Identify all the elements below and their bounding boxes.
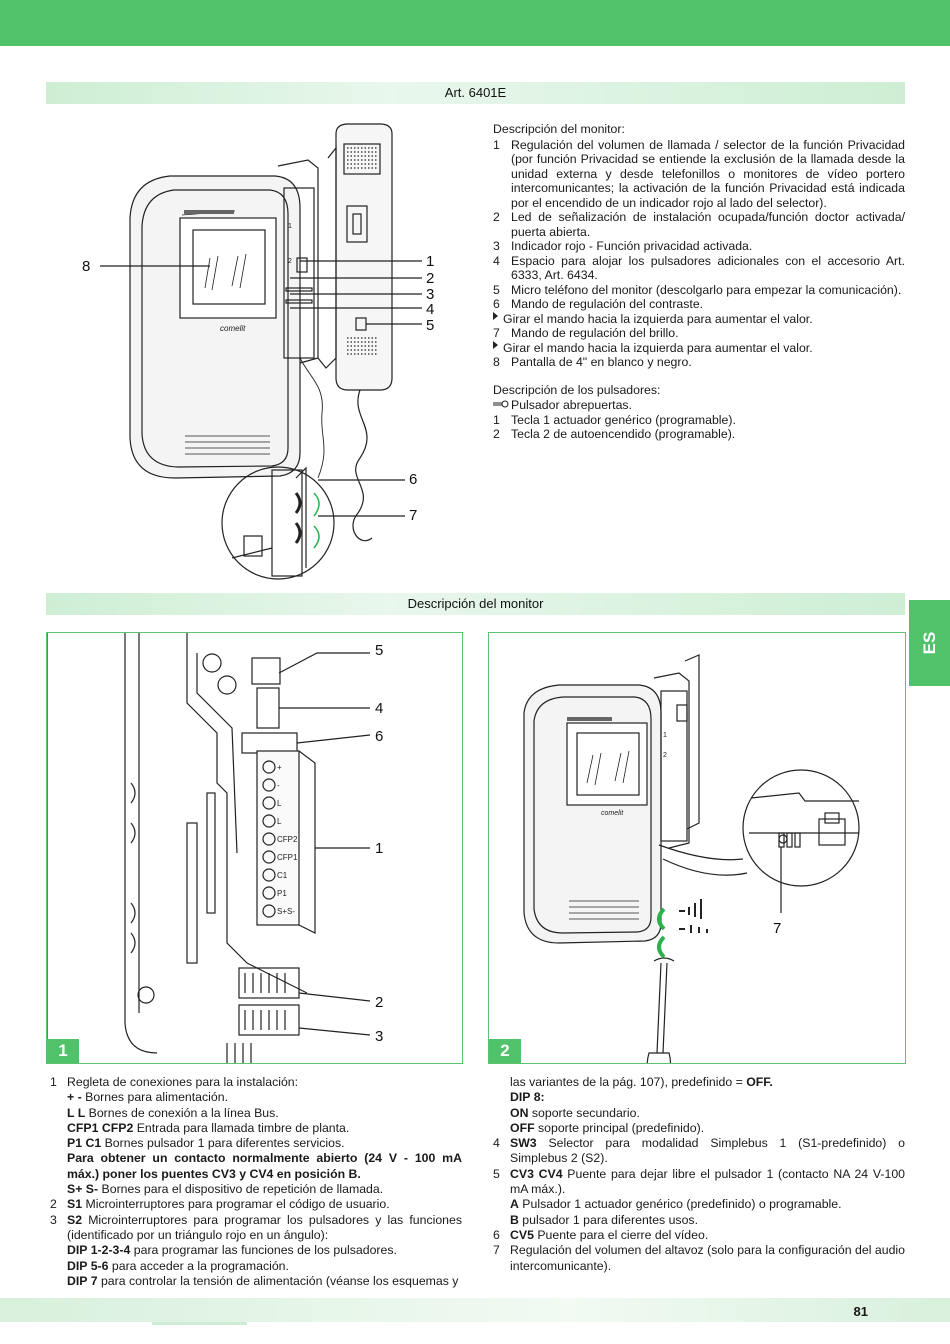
page-number: 81 [853,1304,868,1319]
p1-callout-6: 6 [375,728,383,745]
terminal-label: - [277,781,280,790]
fig1-callout-4: 4 [426,301,434,318]
list-item: B pulsador 1 para diferentes usos. [510,1212,698,1227]
svg-text:comelit: comelit [601,810,624,817]
fig1-callout-7: 7 [409,507,417,524]
svg-text:2: 2 [663,752,667,759]
terminal-label: CFP1 [277,853,298,862]
fig1-callout-3: 3 [426,286,434,303]
list-item: Para obtener un contacto normalmente abi… [67,1151,462,1181]
panel-terminal-board: + - L L CFP2 CFP1 C1 P1 S+ S- 5 4 6 1 2 … [46,632,463,1064]
svg-text:comelit: comelit [220,324,246,333]
list-item: ON soporte secundario. [510,1105,640,1120]
terminal-label: CFP2 [277,835,298,844]
p1-callout-1: 1 [375,840,383,857]
list-item: CFP1 CFP2 Entrada para llamada timbre de… [67,1120,350,1135]
desc-item: Pulsador abrepuertas. [493,398,905,413]
fig1-callout-5: 5 [426,317,434,334]
terminal-label: P1 [277,889,287,898]
list-item: DIP 1-2-3-4 para programar las funciones… [67,1243,397,1258]
list-item: + - Bornes para alimentación. [67,1090,228,1105]
list-item: A Pulsador 1 actuador genérico (predefin… [510,1197,842,1212]
fig1-callout-6: 6 [409,471,417,488]
buttons-description-title: Descripción de los pulsadores: [493,382,661,397]
footer-strip [152,1322,247,1325]
fig1-callout-2: 2 [426,270,434,287]
volume-adjust-illustration: comelit 1 2 [523,654,860,1063]
monitor-illustration: comelit 1 2 [82,123,434,580]
triangle-bullet-icon [493,340,498,349]
p1-callout-4: 4 [375,700,383,717]
list-item: P1 C1 Bornes pulsador 1 para diferentes … [67,1136,345,1151]
terminal-label: S+ [277,907,287,916]
triangle-bullet-icon [493,311,498,320]
key-icon [493,398,511,413]
terminal-label: + [277,763,282,772]
terminal-label: C1 [277,871,288,880]
bottom-right-column: las variantes de la pág. 107), predefini… [493,1075,905,1274]
panel-number-1: 1 [47,1039,79,1063]
footer-band [0,1298,950,1322]
list-item: DIP 8: [510,1090,545,1105]
desc-item: Girar el mando hacia la izquierda para a… [493,311,905,327]
panel-volume-adjust: comelit 1 2 [488,632,906,1064]
list-item: las variantes de la pág. 107), predefini… [510,1075,773,1089]
svg-text:1: 1 [663,732,667,739]
p1-callout-2: 2 [375,994,383,1011]
fig1-callout-1: 1 [426,253,434,270]
top-green-band [0,0,950,46]
list-item: L L Bornes de conexión a la línea Bus. [67,1105,279,1120]
svg-text:1: 1 [288,223,292,230]
list-item: OFF soporte principal (predefinido). [510,1120,705,1135]
terminal-label: L [277,817,282,826]
monitor-description-title: Descripción del monitor: [493,122,625,136]
svg-text:2: 2 [288,258,292,265]
list-item: S+ S- Bornes para el dispositivo de repe… [67,1182,384,1197]
desc-item: Girar el mando hacia la izquierda para a… [493,340,905,356]
terminal-label: S- [287,907,295,916]
p1-callout-5: 5 [375,642,383,659]
terminal-board-illustration: + - L L CFP2 CFP1 C1 P1 S+ S- 5 4 6 1 2 … [47,633,383,1063]
p2-callout-7: 7 [773,920,781,937]
p1-callout-3: 3 [375,1028,383,1045]
list-item: DIP 7 para controlar la tensión de alime… [67,1273,459,1288]
section-header-monitor: Descripción del monitor [46,593,905,615]
section-header-article: Art. 6401E [46,82,905,104]
language-tab: ES [909,600,950,686]
list-item: DIP 5-6 para acceder a la programación. [67,1258,289,1273]
panel-number-2: 2 [489,1039,521,1063]
terminal-label: L [277,799,282,808]
fig1-callout-8: 8 [82,258,90,275]
